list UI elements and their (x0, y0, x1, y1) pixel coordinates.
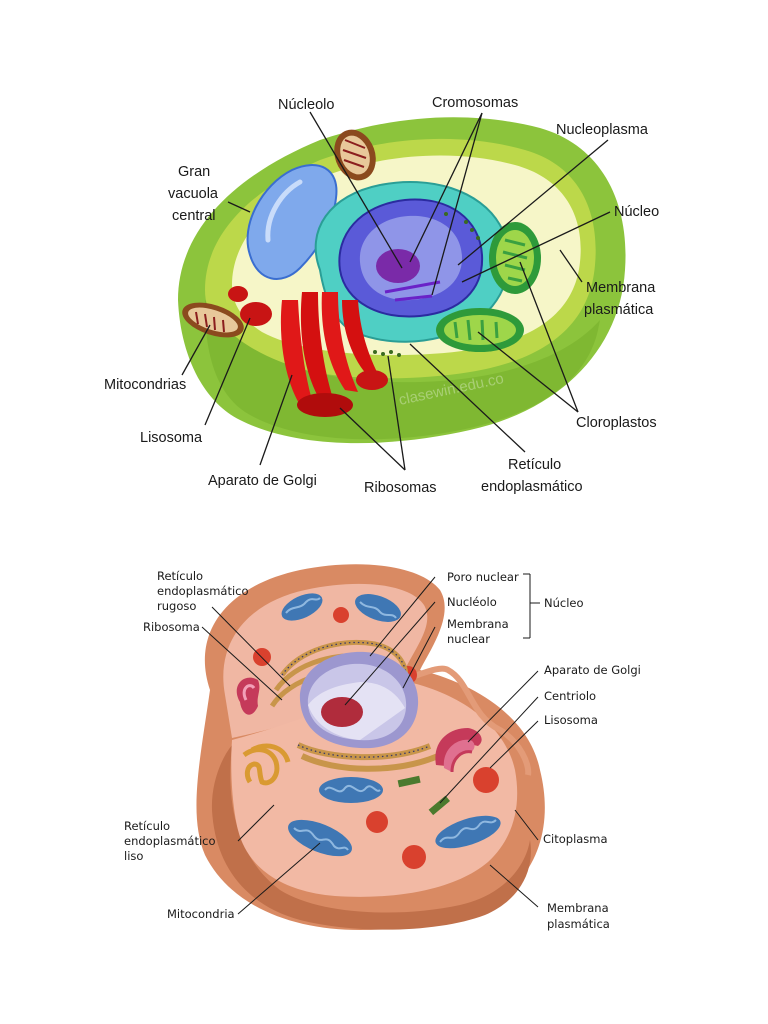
animal-cut-rim (401, 665, 532, 776)
mitochondrion-4 (288, 819, 352, 857)
plant-lysosome (228, 286, 248, 302)
animal-label-centriolo: Centriolo (544, 689, 596, 703)
plant-label-reticulo-2: endoplasmático (481, 479, 583, 495)
animal-label-membrana-1: Membrana (547, 901, 609, 915)
animal-label-membrana-nuclear-1: Membrana (447, 617, 509, 631)
animal-label-lisosoma: Lisosoma (544, 713, 598, 727)
plant-golgi (280, 292, 388, 417)
mitochondrion-3 (319, 777, 383, 803)
animal-label-rer-3: rugoso (157, 599, 196, 613)
animal-label-nucleo: Núcleo (544, 596, 584, 610)
animal-label-rer-1: Retículo (157, 569, 203, 583)
plant-label-cromosomas: Cromosomas (432, 95, 518, 111)
plant-label-mitocondrias: Mitocondrias (104, 377, 186, 393)
plant-label-nucleoplasma: Nucleoplasma (556, 122, 649, 138)
animal-nucleolus (321, 697, 363, 727)
animal-label-mitocondria: Mitocondria (167, 907, 235, 921)
plant-mitochondrion-top (334, 129, 376, 181)
plant-ribosomes (373, 212, 480, 357)
animal-golgi (435, 728, 482, 773)
animal-leader-lines (201, 573, 540, 915)
mitochondrion-5 (435, 815, 501, 849)
animal-nucleus (299, 651, 419, 749)
plant-label-nucleolo: Núcleolo (278, 97, 334, 113)
animal-cell-diagram: Retículo endoplasmático rugoso Ribosoma … (0, 510, 768, 1024)
plant-label-membrana-1: Membrana (586, 280, 656, 296)
animal-label-membrana-2: plasmática (547, 917, 610, 931)
plant-vacuole-highlight (265, 179, 303, 243)
plant-nucleolus (376, 249, 420, 283)
animal-label-poro: Poro nuclear (447, 570, 519, 584)
plant-label-nucleo: Núcleo (614, 204, 659, 220)
animal-label-nucleolo: Nucléolo (447, 595, 497, 609)
animal-label-rel-2: endoplasmático (124, 834, 216, 848)
plant-label-ribosomas: Ribosomas (364, 480, 437, 496)
mitochondrion-1 (281, 593, 323, 621)
plant-chloroplast-right (489, 222, 541, 294)
plant-vacuole (246, 164, 338, 280)
animal-centrioles (397, 775, 450, 816)
animal-smooth-er (242, 743, 291, 786)
animal-label-membrana-nuclear-2: nuclear (447, 632, 490, 646)
plant-label-lisosoma: Lisosoma (140, 430, 203, 446)
animal-mitochondria (281, 593, 501, 857)
plant-cell-svg: clasewin.edu.co Núcleolo Cromosomas Nucl… (104, 95, 659, 496)
animal-label-citoplasma: Citoplasma (543, 832, 608, 846)
plant-label-membrana-2: plasmática (584, 302, 654, 318)
mitochondrion-2 (355, 594, 401, 622)
plant-label-vacuola-1: Gran (178, 164, 210, 180)
plant-chromosomes (384, 280, 441, 302)
plant-mitochondrion-left (182, 302, 244, 338)
plant-leader-lines (181, 111, 611, 471)
animal-label-rer-2: endoplasmático (157, 584, 249, 598)
animal-label-golgi: Aparato de Golgi (544, 663, 641, 677)
plant-label-cloroplastos: Cloroplastos (576, 415, 657, 431)
plant-label-reticulo-1: Retículo (508, 457, 561, 473)
animal-cell-svg: Retículo endoplasmático rugoso Ribosoma … (124, 564, 641, 931)
plant-label-vacuola-2: vacuola (168, 186, 219, 202)
animal-label-ribosoma: Ribosoma (143, 620, 200, 634)
animal-golgi-left (236, 677, 260, 715)
plant-label-golgi: Aparato de Golgi (208, 473, 317, 489)
animal-label-rel-3: liso (124, 849, 143, 863)
plant-cell-diagram: clasewin.edu.co Núcleolo Cromosomas Nucl… (0, 0, 768, 510)
animal-label-rel-1: Retículo (124, 819, 170, 833)
plant-chloroplast-bottom (436, 308, 524, 352)
plant-red-organelle (240, 302, 272, 326)
plant-label-vacuola-3: central (172, 208, 216, 224)
